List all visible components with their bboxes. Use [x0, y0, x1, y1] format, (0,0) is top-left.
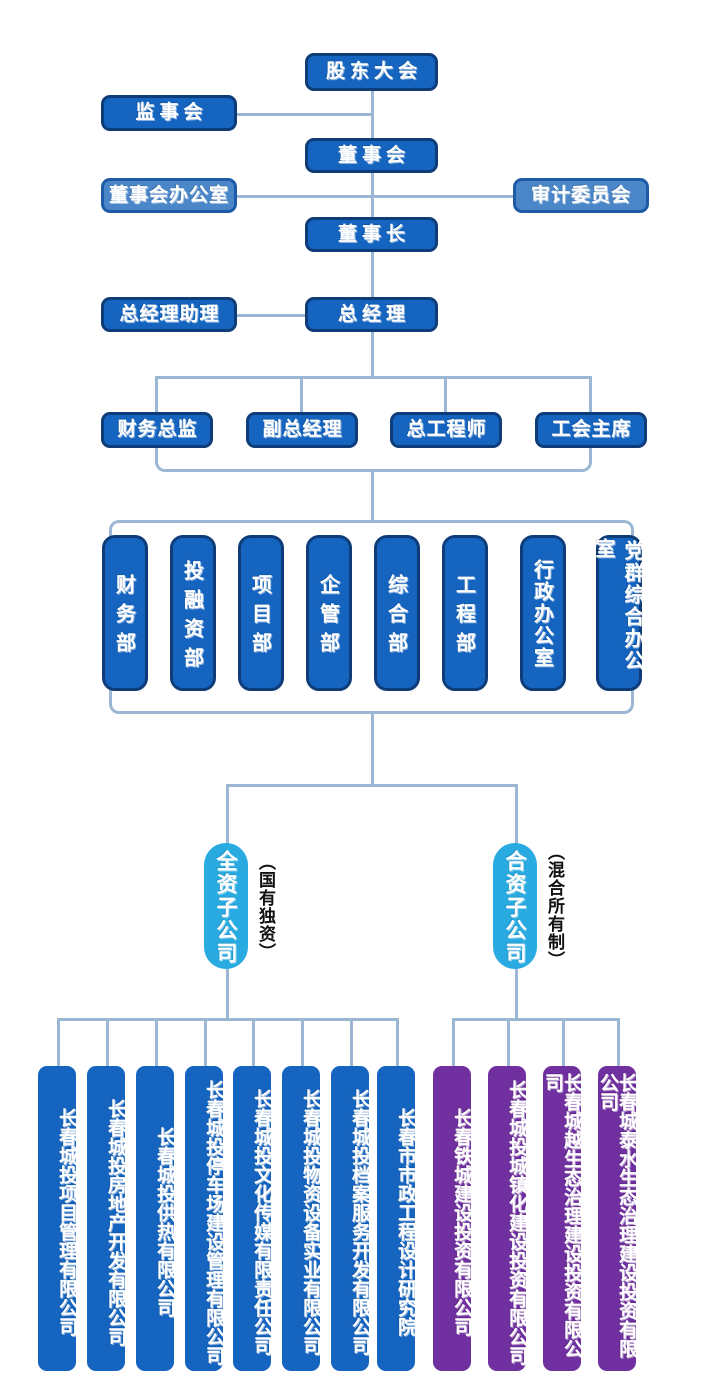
connector-leaf-drop-b1	[57, 1018, 60, 1066]
node-company-blue-1[interactable]: 长春城投项目管理有限公司	[38, 1066, 76, 1371]
node-chairman[interactable]: 董事长	[305, 217, 438, 252]
node-department-investment-financing[interactable]: 投融资部	[170, 535, 216, 691]
connector-drop-deputy-gm	[300, 376, 303, 412]
connector-leaf-drop-b2	[106, 1018, 109, 1066]
connector-supervisors	[236, 113, 372, 116]
connector-gm-assistant	[236, 314, 372, 317]
node-department-enterprise-management[interactable]: 企管部	[306, 535, 352, 691]
connector-wholly-owned-bus	[57, 1018, 398, 1021]
connector-shareholders-to-board	[371, 90, 374, 140]
node-executive-union-chair[interactable]: 工会主席	[535, 412, 647, 448]
node-company-blue-7[interactable]: 长春城投档案服务开发有限公司	[331, 1066, 369, 1371]
node-board-of-directors[interactable]: 董事会	[305, 138, 438, 173]
connector-leaf-drop-b7	[350, 1018, 353, 1066]
connector-audit-committee	[371, 195, 514, 198]
connector-executives-bus	[155, 376, 590, 379]
node-company-purple-1[interactable]: 长春铁城建设投资有限公司	[433, 1066, 471, 1371]
node-executive-deputy-gm[interactable]: 副总经理	[246, 412, 358, 448]
connector-drop-union-chair	[589, 376, 592, 412]
connector-leaf-drop-p2	[507, 1018, 510, 1066]
connector-leaf-drop-p4	[617, 1018, 620, 1066]
departments-bottom-bracket	[109, 688, 634, 714]
node-board-of-supervisors[interactable]: 监事会	[101, 95, 237, 131]
node-department-finance[interactable]: 财务部	[102, 535, 148, 691]
node-company-purple-4[interactable]: 长春城泰水生态治理建设投资有限公司	[598, 1066, 636, 1371]
node-subsidiary-group-joint-venture[interactable]: 合资子公司	[493, 843, 537, 969]
connector-joint-venture-down	[515, 966, 518, 1020]
connector-executives-bottom-bracket	[155, 448, 592, 472]
connector-departments-to-subsidiaries	[371, 712, 374, 786]
label-wholly-owned-note: （国有独资）	[255, 853, 275, 961]
connector-leaf-drop-b8	[396, 1018, 399, 1066]
connector-chairman-to-gm	[371, 250, 374, 300]
node-executive-chief-engineer[interactable]: 总工程师	[390, 412, 502, 448]
connector-drop-finance-director	[155, 376, 158, 412]
connector-leaf-drop-b6	[301, 1018, 304, 1066]
connector-leaf-drop-b4	[204, 1018, 207, 1066]
connector-leaf-drop-p3	[562, 1018, 565, 1066]
node-department-project[interactable]: 项目部	[238, 535, 284, 691]
node-department-administration-office[interactable]: 行政办公室	[520, 535, 566, 691]
node-shareholders-meeting[interactable]: 股东大会	[305, 53, 438, 91]
node-company-blue-3[interactable]: 长春城投供热有限公司	[136, 1066, 174, 1371]
connector-board-office	[236, 195, 372, 198]
connector-leaf-drop-b5	[252, 1018, 255, 1066]
node-subsidiary-group-wholly-owned[interactable]: 全资子公司	[204, 843, 248, 969]
departments-top-bracket	[109, 520, 634, 546]
connector-leaf-drop-b3	[155, 1018, 158, 1066]
connector-drop-wholly-owned	[226, 784, 229, 856]
connector-wholly-owned-down	[226, 966, 229, 1020]
node-company-blue-6[interactable]: 长春城投物资设备实业有限公司	[282, 1066, 320, 1371]
connector-drop-chief-engineer	[444, 376, 447, 412]
node-company-blue-2[interactable]: 长春城投房地产开发有限公司	[87, 1066, 125, 1371]
connector-joint-venture-bus	[452, 1018, 619, 1021]
node-department-engineering[interactable]: 工程部	[442, 535, 488, 691]
node-department-general-affairs[interactable]: 综合部	[374, 535, 420, 691]
connector-drop-joint-venture	[515, 784, 518, 856]
node-company-purple-3[interactable]: 长春城越生态治理建设投资有限公司	[543, 1066, 581, 1371]
node-company-purple-2[interactable]: 长春城投城镇化建设投资有限公司	[488, 1066, 526, 1371]
node-company-blue-4[interactable]: 长春城投停车场建设管理有限公司	[185, 1066, 223, 1371]
node-general-manager[interactable]: 总经理	[305, 297, 438, 332]
node-audit-committee[interactable]: 审计委员会	[513, 178, 649, 213]
node-department-party-affairs-office[interactable]: 党群综合办公室	[592, 535, 645, 691]
node-executive-finance-director[interactable]: 财务总监	[101, 412, 213, 448]
node-gm-assistant[interactable]: 总经理助理	[101, 297, 237, 332]
connector-leaf-drop-p1	[452, 1018, 455, 1066]
connector-subsidiary-bus	[226, 784, 518, 787]
node-board-office[interactable]: 董事会办公室	[101, 178, 237, 213]
node-company-blue-5[interactable]: 长春城投文化传媒有限责任公司	[233, 1066, 271, 1371]
connector-gm-down	[371, 330, 374, 378]
connector-executives-to-departments	[371, 470, 374, 522]
node-company-blue-8[interactable]: 长春市市政工程设计研究院	[377, 1066, 415, 1371]
label-joint-venture-note: （混合所有制）	[544, 843, 564, 969]
